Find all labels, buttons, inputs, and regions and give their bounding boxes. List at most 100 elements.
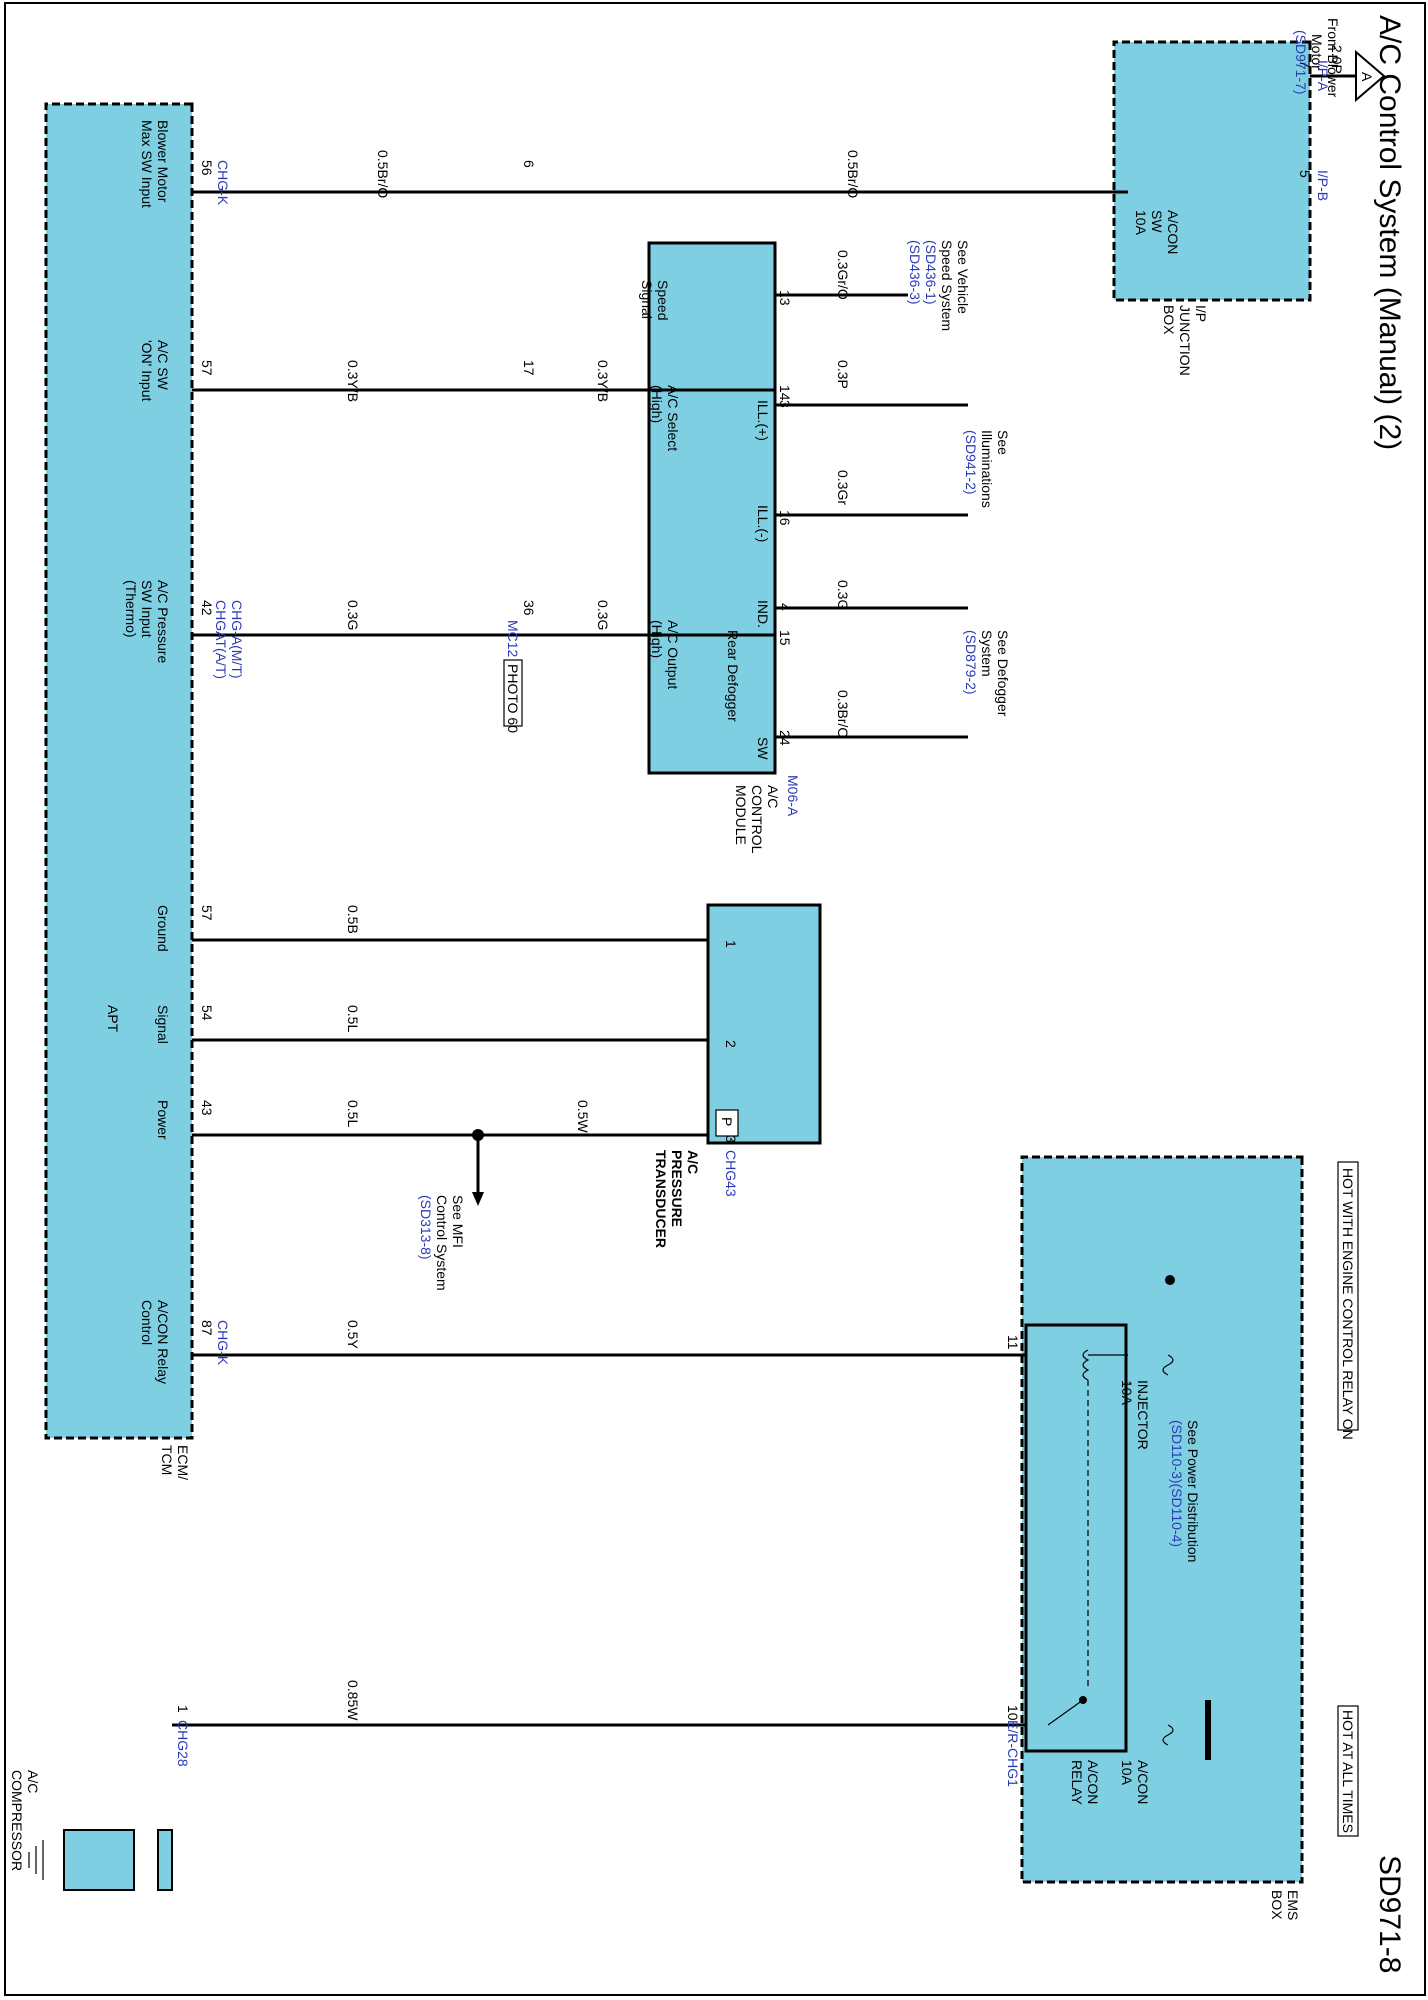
injector-fuse-1: INJECTOR bbox=[1135, 1380, 1151, 1450]
blower-ref-line-1: From Blower bbox=[1325, 18, 1341, 98]
wire-05bro-a: 0.5Br/O bbox=[845, 150, 861, 198]
ind: IND. bbox=[755, 600, 771, 628]
relay-switch bbox=[1047, 1699, 1084, 1726]
page-number: SD971-8 bbox=[1373, 1855, 1406, 1973]
blower-ref-code: (SD971-7) bbox=[1293, 30, 1309, 95]
wire-03gro: 0.3Gr/O bbox=[835, 250, 851, 300]
wire-03bro: 0.3Br/O bbox=[835, 690, 851, 738]
wire-03g-c: 0.3G bbox=[345, 600, 361, 630]
ac-pressure-sw-2: SW Input bbox=[139, 580, 155, 638]
acon-fuse-2: 10A bbox=[1119, 1760, 1135, 1786]
blower-ref-line-2: Motor bbox=[1309, 34, 1325, 70]
apt-pin-3: 3 bbox=[723, 1135, 739, 1143]
defog-ref-1: See Defogger bbox=[995, 630, 1011, 717]
relay-coil bbox=[1082, 1349, 1090, 1381]
wire-03g-a: 0.3G bbox=[835, 580, 851, 610]
speed-ref-2: Speed System bbox=[939, 240, 955, 331]
conn-ipb: I/P-B bbox=[1315, 170, 1331, 201]
pin-16: 16 bbox=[777, 510, 793, 526]
pin-11: 11 bbox=[1005, 1335, 1021, 1350]
apt-title-2: PRESSURE bbox=[669, 1150, 685, 1227]
pin-15: 15 bbox=[777, 630, 793, 646]
pin-17: 17 bbox=[521, 360, 537, 376]
pin-1c: 1 bbox=[175, 1705, 191, 1713]
apt-title-3: TRANSDUCER bbox=[653, 1150, 669, 1248]
pin-43: 43 bbox=[199, 1100, 215, 1116]
pin-7: 7 bbox=[1297, 60, 1313, 68]
wire-03g-b: 0.3G bbox=[595, 600, 611, 630]
conn-mc12: MC12 bbox=[505, 620, 521, 658]
pin-56: 56 bbox=[199, 160, 215, 176]
blower-marker-letter: A bbox=[1359, 72, 1375, 82]
conn-chg43: CHG43 bbox=[723, 1150, 739, 1197]
ac-pressure-sw-3: (Thermo) bbox=[123, 580, 139, 638]
pin-57b: 57 bbox=[199, 905, 215, 921]
pin-3: 3 bbox=[777, 400, 793, 408]
hot-engine-relay-banner bbox=[1337, 1161, 1359, 1431]
ac-pressure-sw-1: A/C Pressure bbox=[155, 580, 171, 663]
acon-fuse-symbol bbox=[1162, 1724, 1174, 1746]
module-connector: M06-A bbox=[785, 775, 801, 817]
speed-signal-1: Speed bbox=[655, 280, 671, 320]
conn-chga: CHG-A(M/T) bbox=[229, 600, 245, 679]
apt-sensor-symbol: P bbox=[719, 1117, 735, 1126]
pin-54: 54 bbox=[199, 1005, 215, 1021]
wire-03gr: 0.3Gr bbox=[835, 470, 851, 505]
wire-05l-b: 0.5L bbox=[345, 1100, 361, 1127]
acsw-on-1: A/C SW bbox=[155, 340, 171, 391]
mc12-photo: PHOTO 60 bbox=[505, 664, 521, 733]
compressor-line-1: A/C bbox=[25, 1770, 41, 1793]
relay-ctrl-1: A/CON Relay bbox=[155, 1300, 171, 1384]
relay-line-1: A/CON bbox=[1085, 1760, 1101, 1804]
speed-signal-2: Signal bbox=[639, 280, 655, 319]
speed-ref-4: (SD436-3) bbox=[907, 240, 923, 305]
pin-6: 6 bbox=[521, 160, 537, 168]
conn-chgk2: CHG-K bbox=[215, 1320, 231, 1366]
power-label: Power bbox=[155, 1100, 171, 1140]
ems-line-1: EMS bbox=[1285, 1890, 1301, 1920]
conn-erchg1: E/R-CHG1 bbox=[1005, 1720, 1021, 1787]
relay-ctrl-2: Control bbox=[139, 1300, 155, 1345]
signal-label: Signal bbox=[155, 1005, 171, 1044]
hot-engine-relay-text: HOT WITH ENGINE CONTROL RELAY ON bbox=[1340, 1168, 1356, 1440]
hot-all-times-banner bbox=[1337, 1705, 1359, 1837]
illum-ref-3: (SD941-2) bbox=[963, 430, 979, 495]
pin-42: 42 bbox=[199, 600, 215, 616]
compressor-line-2: COMPRESSOR bbox=[9, 1770, 25, 1871]
wire-label-2p: 2.0P bbox=[1329, 45, 1345, 74]
acon-sw-fuse-2: SW bbox=[1149, 210, 1165, 233]
apt-sensor-box bbox=[715, 1109, 739, 1137]
ecm-tcm bbox=[44, 102, 194, 1440]
conn-chg28: CHG28 bbox=[175, 1720, 191, 1767]
ipjb-line-2: JUNCTION bbox=[1177, 305, 1193, 376]
pin-5: 5 bbox=[1297, 170, 1313, 178]
ac-select-1: A/C Select bbox=[665, 385, 681, 451]
conn-ipa: I/P-A bbox=[1315, 60, 1331, 92]
mc12-photo-box bbox=[503, 659, 523, 727]
ac-pressure-transducer bbox=[706, 903, 822, 1145]
ip-junction-box bbox=[1112, 40, 1312, 302]
power-dist-ref: (SD110-3)(SD110-4) bbox=[1169, 1420, 1185, 1547]
apt-pin-1: 1 bbox=[723, 940, 739, 948]
illum-ref-2: Illuminations bbox=[979, 430, 995, 508]
ac-output-1: A/C Output bbox=[665, 620, 681, 689]
wire-05b: 0.5B bbox=[345, 905, 361, 934]
module-line-1: A/C bbox=[765, 785, 781, 808]
page-title: A/C Control System (Manual) (2) bbox=[1373, 15, 1406, 450]
speed-ref-1: See Vehicle bbox=[955, 240, 971, 314]
speed-ref-3: (SD436-1) bbox=[923, 240, 939, 305]
ac-select-2: (High) bbox=[649, 385, 665, 423]
relay-line-2: RELAY bbox=[1069, 1760, 1085, 1806]
module-line-3: MODULE bbox=[733, 785, 749, 845]
acon-sw-fuse-1: A/CON bbox=[1165, 210, 1181, 254]
illum-ref-1: See bbox=[995, 430, 1011, 455]
conn-chgat: CHGAT(A/T) bbox=[213, 600, 229, 679]
ill-plus: ILL.(+) bbox=[755, 400, 771, 441]
hot-all-times-text: HOT AT ALL TIMES bbox=[1340, 1710, 1356, 1833]
ac-compressor bbox=[63, 1829, 135, 1891]
ill-minus: ILL.(-) bbox=[755, 505, 771, 542]
ipjb-line-1: I/P bbox=[1193, 305, 1209, 322]
acon-fuse-1: A/CON bbox=[1135, 1760, 1151, 1804]
pin-57a: 57 bbox=[199, 360, 215, 376]
